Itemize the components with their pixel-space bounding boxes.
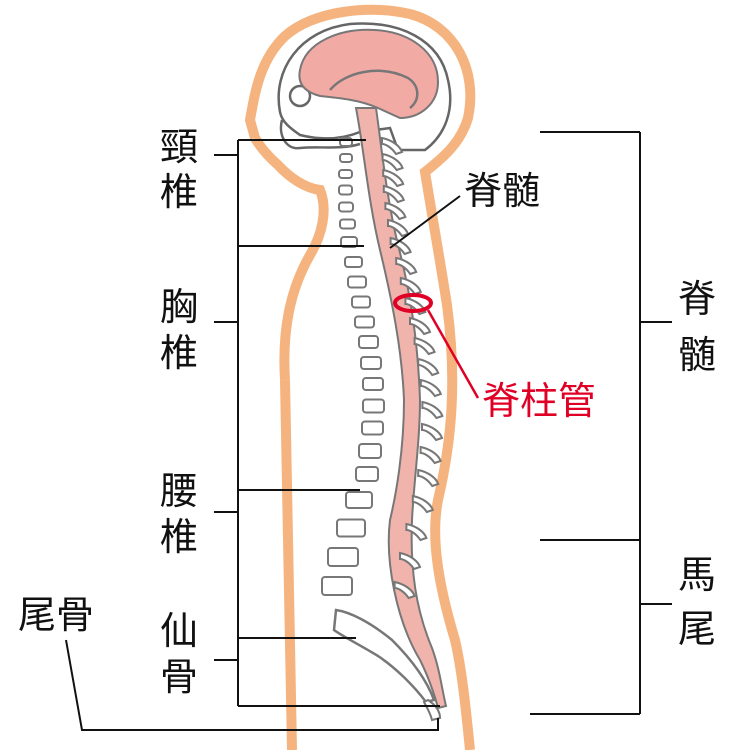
spinous-process [395, 256, 418, 276]
body-silhouette [244, 4, 476, 750]
spinous-process [382, 184, 406, 204]
spinal-cord-pointer-line [389, 195, 461, 249]
jaw [279, 119, 361, 150]
label-cauda-equina-1: 馬 [678, 553, 716, 597]
vertebra-body [321, 576, 353, 596]
label-thoracic-2: 椎 [160, 331, 198, 375]
label-spinal-cord-region-1: 脊 [678, 277, 716, 321]
spinous-process [417, 357, 440, 377]
label-spinal-cord-region-2: 髄 [678, 333, 716, 377]
brain [298, 28, 440, 120]
left-bracket [214, 139, 440, 707]
vertebra-body [361, 420, 384, 436]
spinous-process [384, 201, 407, 221]
label-cervical-1: 頸 [160, 125, 198, 169]
eye-socket [288, 84, 312, 108]
vertebra-body [336, 518, 366, 538]
label-cauda-equina-2: 尾 [678, 607, 716, 651]
spinous-process [421, 400, 444, 420]
spinous-process [381, 136, 404, 156]
spinous-process [419, 445, 442, 465]
vertebra-body [338, 169, 353, 179]
spinous-process [421, 422, 444, 442]
vertebra-body [338, 184, 353, 196]
vertebra-body [354, 315, 375, 329]
spinous-process [409, 316, 432, 336]
brain-fold [329, 69, 419, 109]
arm-silhouette [280, 379, 297, 750]
vertebra-body [351, 295, 371, 309]
vertebra-body [339, 153, 353, 163]
label-coccyx: 尾骨 [18, 593, 94, 637]
spinal-canal-pointer-line [426, 309, 480, 399]
vertebra-body [362, 377, 384, 391]
label-sacrum-1: 仙 [160, 609, 198, 653]
label-lumbar-2: 椎 [160, 515, 198, 559]
vertebra-body [358, 443, 382, 459]
spinous-process [405, 522, 428, 542]
spinous-process [417, 468, 440, 488]
spinous-process [382, 168, 405, 188]
spinous-process [393, 580, 416, 600]
label-thoracic-1: 胸 [160, 285, 198, 329]
vertebra-body [345, 491, 373, 509]
spinous-process [381, 152, 404, 172]
spinous-process [413, 336, 436, 356]
vertebra-body [338, 201, 354, 213]
vertebra-body [360, 356, 382, 370]
label-spinal-canal: 脊柱管 [482, 379, 596, 423]
label-spinal-cord-pointer: 脊髄 [464, 169, 540, 213]
vertebra-body [327, 547, 359, 567]
spinous-process [419, 378, 443, 398]
label-lumbar-1: 腰 [160, 469, 198, 513]
vertebra-body [344, 256, 363, 268]
spinal-canal-marker [393, 293, 433, 313]
vertebra-body [362, 398, 385, 414]
spinous-process [387, 218, 410, 238]
right-bracket [530, 131, 672, 715]
vertebra-body [358, 335, 379, 349]
spinous-process [411, 494, 435, 514]
front-silhouette [250, 135, 329, 381]
spinous-process [399, 551, 422, 571]
vertebra-body [339, 218, 356, 230]
coccyx-pointer-line [65, 639, 439, 731]
label-cervical-2: 椎 [160, 170, 198, 214]
vertebra-body [347, 275, 367, 289]
vertebra-body [355, 466, 379, 482]
label-sacrum-2: 骨 [160, 655, 198, 699]
vertebral-column [321, 136, 444, 600]
